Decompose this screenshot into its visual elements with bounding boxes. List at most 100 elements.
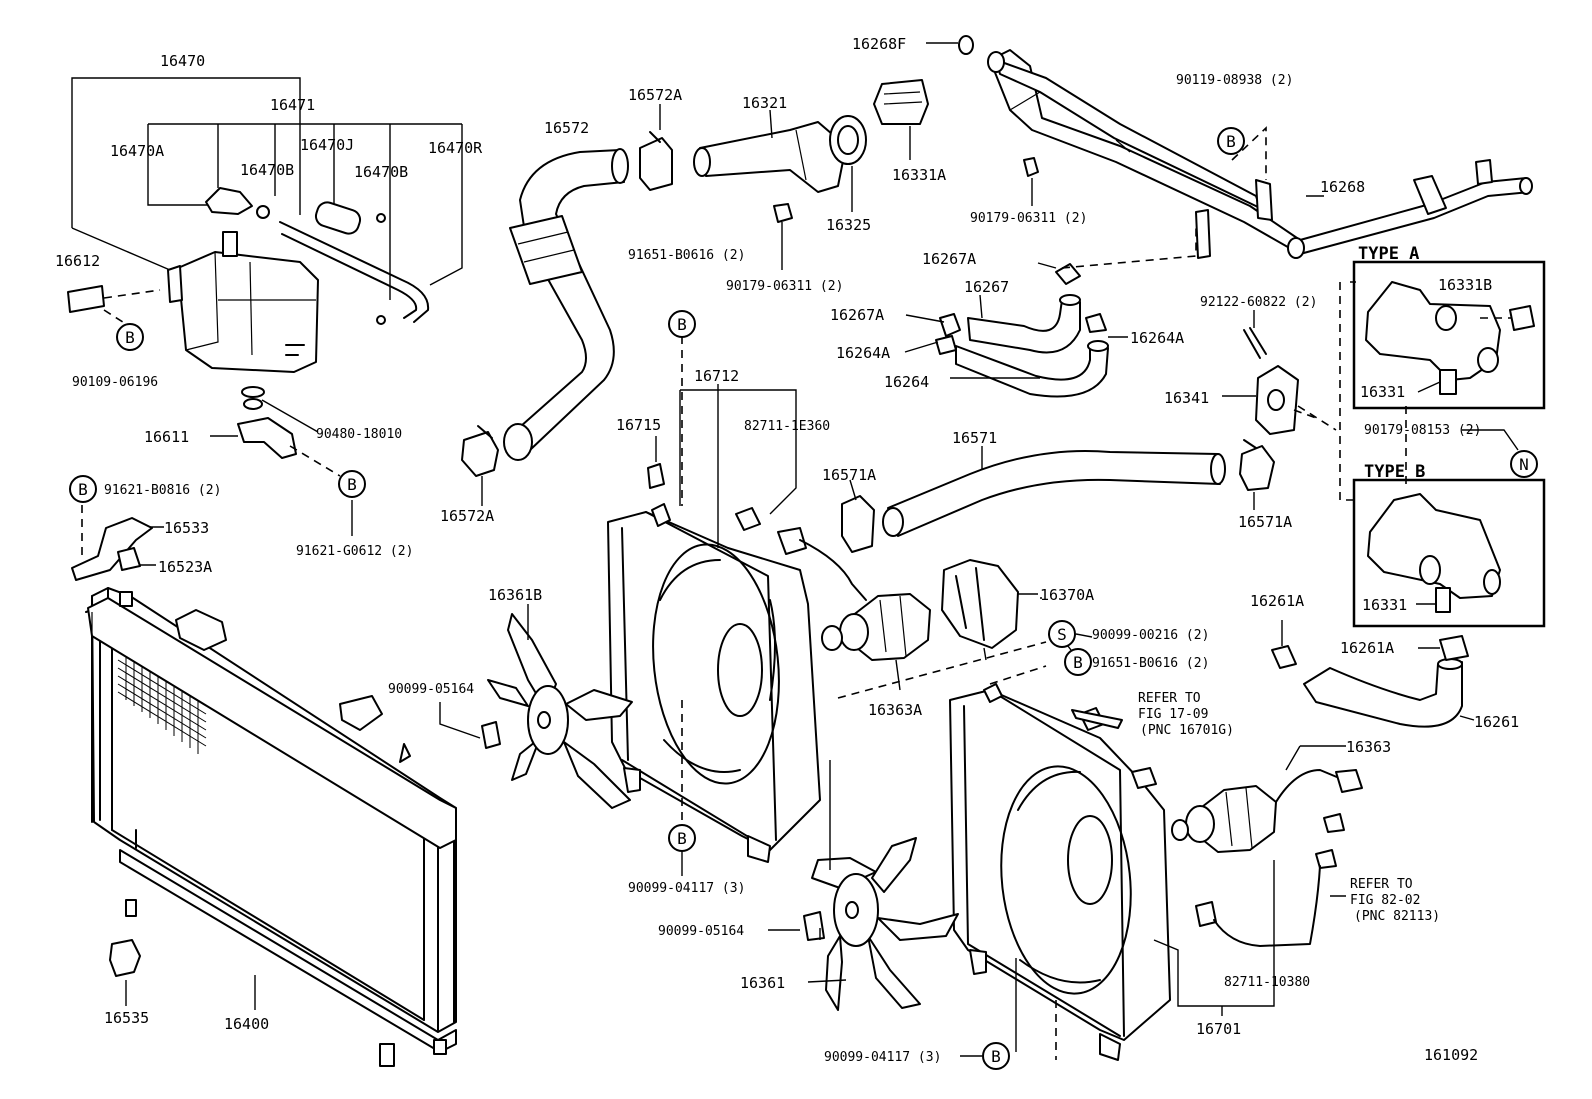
label-16325: 16325 xyxy=(826,216,871,234)
label-16264: 16264 xyxy=(884,373,929,391)
label-91621-B0816: 91621-B0816 (2) xyxy=(104,483,221,498)
overflow-hose-long xyxy=(279,221,430,323)
type-guide-lines xyxy=(1339,281,1407,501)
fan-motor-16363 xyxy=(1171,745,1363,947)
label-16264A-2: 16264A xyxy=(1130,329,1184,347)
label-16267A-1: 16267A xyxy=(922,250,976,268)
label-16612: 16612 xyxy=(55,252,100,270)
fan-16361 xyxy=(768,837,959,1011)
reservoir-bracket xyxy=(67,285,105,313)
svg-text:S: S xyxy=(1057,625,1067,644)
gasket-16268F xyxy=(958,35,974,55)
label-16361: 16361 xyxy=(740,974,785,992)
svg-text:B: B xyxy=(1073,653,1083,672)
label-91651-B0616-top: 91651-B0616 (2) xyxy=(628,248,745,263)
label-16363A: 16363A xyxy=(868,701,922,719)
bracket-16533 xyxy=(71,517,153,581)
label-16268: 16268 xyxy=(1320,178,1365,196)
label-16572A-bottom: 16572A xyxy=(440,507,494,525)
label-90179-06311-b: 90179-06311 (2) xyxy=(726,279,843,294)
refer-2-line-1: REFER TO xyxy=(1350,877,1413,892)
callout-b-mid: B xyxy=(1064,648,1092,676)
radiator-cap xyxy=(175,609,227,651)
refer-2-line-2: FIG 82-02 xyxy=(1350,893,1420,908)
svg-text:B: B xyxy=(1226,132,1236,151)
motor-cover-16370A xyxy=(941,559,1038,661)
refer-1-line-2: FIG 17-09 xyxy=(1138,707,1208,722)
water-bypass-pipe-16268 xyxy=(987,49,1533,259)
hose-clamps-16572A xyxy=(461,104,673,506)
svg-text:B: B xyxy=(677,829,687,848)
callout-b-reservoir: B xyxy=(116,323,144,351)
gasket-16325 xyxy=(829,115,867,212)
label-16535: 16535 xyxy=(104,1009,149,1027)
label-16571A-1: 16571A xyxy=(822,466,876,484)
part-labels: 16470 16471 16470A 16470J 16470R 16470B … xyxy=(55,35,1519,1065)
label-16470J: 16470J xyxy=(300,136,354,154)
label-16470A: 16470A xyxy=(110,142,164,160)
label-16331B: 16331B xyxy=(1438,276,1492,294)
label-16361B: 16361B xyxy=(488,586,542,604)
figure-number: 161092 xyxy=(1424,1046,1478,1064)
label-16331A: 16331A xyxy=(892,166,946,184)
label-16572A-top: 16572A xyxy=(628,86,682,104)
callout-b-bracket-16533: B xyxy=(69,475,97,503)
svg-text:B: B xyxy=(347,475,357,494)
label-92122-60822: 92122-60822 (2) xyxy=(1200,295,1317,310)
callout-b-bottom: B xyxy=(982,1042,1010,1070)
fan-shroud-16701 xyxy=(949,683,1275,1061)
label-82711-1E360: 82711-1E360 xyxy=(744,419,830,434)
label-16611: 16611 xyxy=(144,428,189,446)
label-82711-10380: 82711-10380 xyxy=(1224,975,1310,990)
label-16715: 16715 xyxy=(616,416,661,434)
type-b-box xyxy=(1352,478,1546,628)
label-90099-05164-a: 90099-05164 xyxy=(388,682,474,697)
gasket-16341 xyxy=(1222,310,1337,435)
radiator xyxy=(85,587,457,1067)
label-16712: 16712 xyxy=(694,367,739,385)
fan-motor-16363A xyxy=(777,527,931,691)
left-bracket-group xyxy=(71,386,353,581)
callout-b-pipe: B xyxy=(1217,127,1245,155)
fan-16361B xyxy=(439,604,633,809)
lower-radiator-hose-16571 xyxy=(841,439,1275,553)
water-hose-16261 xyxy=(1271,620,1475,728)
refer-arrow-1 xyxy=(1071,709,1123,729)
label-16470: 16470 xyxy=(160,52,205,70)
callout-s: S xyxy=(1048,620,1076,648)
grommet-16523A xyxy=(117,547,141,571)
label-16341: 16341 xyxy=(1164,389,1209,407)
label-90099-05164-b: 90099-05164 xyxy=(658,924,744,939)
bracket-16611 xyxy=(237,417,297,459)
label-16261A-2: 16261A xyxy=(1340,639,1394,657)
label-90179-06311-a: 90179-06311 (2) xyxy=(970,211,1087,226)
refer-2-line-3: (PNC 82113) xyxy=(1354,909,1440,924)
svg-text:B: B xyxy=(991,1047,1001,1066)
type-b-title: TYPE B xyxy=(1364,462,1425,482)
label-16331-type-a: 16331 xyxy=(1360,383,1405,401)
overflow-hose-short xyxy=(314,201,362,235)
label-16370A: 16370A xyxy=(1040,586,1094,604)
label-16331-type-b: 16331 xyxy=(1362,596,1407,614)
label-16533: 16533 xyxy=(164,519,209,537)
upper-radiator-hose xyxy=(503,148,629,461)
label-16572: 16572 xyxy=(544,119,589,137)
fan-shroud-16712 xyxy=(607,336,821,863)
reservoir-cap xyxy=(205,187,253,215)
label-16571: 16571 xyxy=(952,429,997,447)
label-90119-08938: 90119-08938 (2) xyxy=(1176,73,1293,88)
reservoir-tank xyxy=(177,251,319,373)
label-16400: 16400 xyxy=(224,1015,269,1033)
label-90099-00216: 90099-00216 (2) xyxy=(1092,628,1209,643)
label-16701: 16701 xyxy=(1196,1020,1241,1038)
svg-text:N: N xyxy=(1519,455,1529,474)
label-16470B-1: 16470B xyxy=(240,161,294,179)
thermostat-16331A xyxy=(873,79,929,160)
label-16363: 16363 xyxy=(1346,738,1391,756)
callout-b-bracket-16611: B xyxy=(338,470,366,498)
label-16523A: 16523A xyxy=(158,558,212,576)
label-90099-04117-a: 90099-04117 (3) xyxy=(628,881,745,896)
reservoir-tank-group xyxy=(67,77,463,373)
refer-1-line-1: REFER TO xyxy=(1138,691,1201,706)
